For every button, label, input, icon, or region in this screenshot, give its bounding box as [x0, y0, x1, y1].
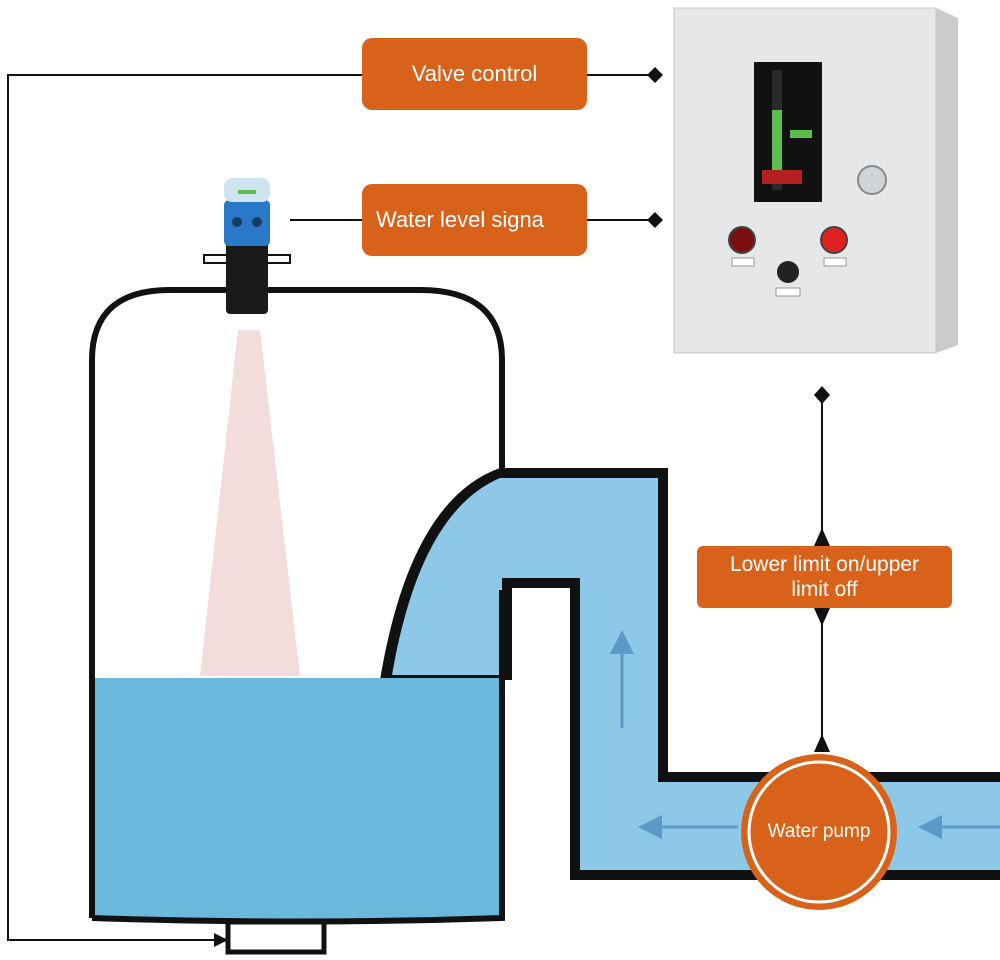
level-signal-diamond [647, 212, 663, 228]
ultrasonic-beam [200, 330, 300, 676]
selector-knob [777, 261, 799, 283]
water-pump [741, 754, 897, 910]
valve-control-wire-left [7, 74, 362, 941]
water-pump-label: Water pump [767, 820, 871, 842]
indicator-light-red [820, 226, 848, 254]
limit-diamond-top [814, 386, 830, 404]
limit-label-line2: limit off [791, 578, 858, 601]
valve-control-arrow [214, 933, 228, 947]
water-level-signal-label: Water level signa [362, 184, 587, 256]
valve-control-label: Valve control [362, 38, 587, 110]
tank-outlet [225, 919, 327, 955]
limit-switch-label: Lower limit on/upper limit off [697, 546, 952, 608]
control-cabinet [673, 7, 958, 354]
limit-arrow-3 [814, 734, 830, 752]
limit-arrow-2 [814, 608, 830, 626]
key-switch [857, 165, 887, 195]
ultrasonic-sensor [203, 178, 291, 314]
limit-label-line1: Lower limit on/upper [729, 552, 920, 576]
limit-arrow-1 [814, 528, 830, 546]
tank [89, 287, 505, 955]
valve-control-diamond [647, 67, 663, 83]
indicator-light-dark [728, 226, 756, 254]
